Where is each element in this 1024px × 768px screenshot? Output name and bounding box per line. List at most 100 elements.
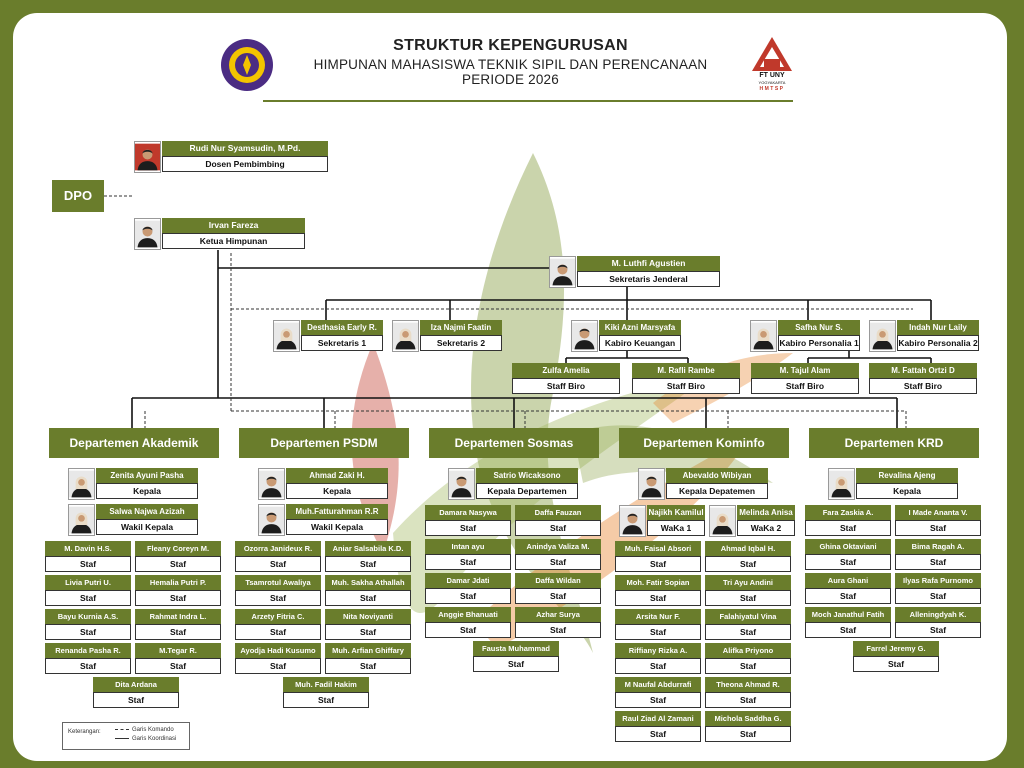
member-role: Staf xyxy=(425,588,511,604)
member-name: Aura Ghani xyxy=(805,573,891,588)
staff-box: Arzety Fitria C.Staf xyxy=(235,609,321,641)
staff-box: Fara Zaskia A.Staf xyxy=(805,505,891,537)
member-photo xyxy=(258,504,285,536)
department-header: Departemen KRD xyxy=(809,428,979,458)
member-name: Moh. Fatir Sopian xyxy=(615,575,701,590)
legend: Keterangan: Garis Komando Garis Koordina… xyxy=(62,722,190,750)
staff-box: Rahmat Indra L.Staf xyxy=(135,609,221,641)
member-role: Staf xyxy=(135,624,221,640)
member-name: Azhar Surya xyxy=(515,607,601,622)
member-role: Staf xyxy=(805,588,891,604)
staff-box: M. Davin H.S.Staf xyxy=(45,541,131,573)
member-name: Zenita Ayuni Pasha xyxy=(96,468,198,483)
department-header: Departemen Sosmas xyxy=(429,428,599,458)
member-role: Staf xyxy=(93,692,179,708)
hmtsp-logo-text-bottom: HMTSP xyxy=(759,86,785,92)
staff-box: Renanda Pasha R.Staf xyxy=(45,643,131,675)
member-name: Daffa Wildan xyxy=(515,573,601,588)
member-role: Staf xyxy=(135,590,221,606)
member-name: Moch Janathul Fatih xyxy=(805,607,891,622)
member-role: Staf xyxy=(705,556,791,572)
member-name: Rudi Nur Syamsudin, M.Pd. xyxy=(162,141,328,156)
member-name: Anindya Valiza M. xyxy=(515,539,601,554)
member-photo xyxy=(549,256,576,288)
member-name: Farrel Jeremy G. xyxy=(853,641,939,656)
member-name: M. Luthfi Agustien xyxy=(577,256,720,271)
member-name: Renanda Pasha R. xyxy=(45,643,131,658)
member-role: Staf xyxy=(235,624,321,640)
member-role: Staf xyxy=(235,590,321,606)
member-role: Staf xyxy=(895,554,981,570)
member-name: Desthasia Early R. xyxy=(301,320,383,335)
legend-coordination-label: Garis Koordinasi xyxy=(132,736,177,742)
connector-lines xyxy=(104,195,932,428)
member-name: Muh.Fatturahman R.R xyxy=(286,504,388,519)
member-name: Alleningdyah K. xyxy=(895,607,981,622)
member-photo xyxy=(258,468,285,500)
member-role: Staf xyxy=(615,556,701,572)
member-role: Staf xyxy=(615,726,701,742)
member-role: Staf xyxy=(515,554,601,570)
member-name: Safha Nur S. xyxy=(778,320,860,335)
member-role: Staf xyxy=(615,692,701,708)
member-name: Revalina Ajeng xyxy=(856,468,958,483)
bureau-member-box: Safha Nur S.Kabiro Personalia 1 xyxy=(750,320,860,352)
member-role: Staf xyxy=(45,658,131,674)
member-name: Fausta Muhammad xyxy=(473,641,559,656)
member-name: Muh. Faisal Absori xyxy=(615,541,701,556)
university-logo xyxy=(220,38,274,92)
member-name: Melinda Anisa xyxy=(737,505,795,520)
member-role: Staf xyxy=(705,692,791,708)
member-photo xyxy=(709,505,736,537)
staff-box: Ahmad Iqbal H.Staf xyxy=(705,541,791,573)
member-photo xyxy=(828,468,855,500)
member-name: Abevaldo Wibiyan xyxy=(666,468,768,483)
member-name: Aniar Salsabila K.D. xyxy=(325,541,411,556)
member-role: Kepala xyxy=(96,483,198,499)
member-role: Staff Biro xyxy=(512,378,620,394)
member-role: Sekretaris 1 xyxy=(301,335,383,351)
member-role: Staf xyxy=(805,520,891,536)
member-role: Staf xyxy=(615,590,701,606)
member-name: Fleany Coreyn M. xyxy=(135,541,221,556)
staff-box: M.Tegar R.Staf xyxy=(135,643,221,675)
member-name: Irvan Fareza xyxy=(162,218,305,233)
member-role: Staf xyxy=(705,658,791,674)
member-name: Alifka Priyono xyxy=(705,643,791,658)
member-name: M. Rafli Rambe xyxy=(632,363,740,378)
member-role: Staf xyxy=(325,624,411,640)
department-header: Departemen PSDM xyxy=(239,428,409,458)
staff-box: Anindya Valiza M.Staf xyxy=(515,539,601,571)
org-chart-card: FT UNY YOGYAKARTA HMTSP STRUKTUR KEPENGU… xyxy=(13,13,1007,761)
legend-title: Keterangan: xyxy=(68,729,101,735)
hmtsp-logo: FT UNY YOGYAKARTA HMTSP xyxy=(750,35,794,95)
member-role: Staf xyxy=(45,624,131,640)
member-role: Dosen Pembimbing xyxy=(162,156,328,172)
member-name: Arzety Fitria C. xyxy=(235,609,321,624)
staff-box: Theona Ahmad R.Staf xyxy=(705,677,791,709)
